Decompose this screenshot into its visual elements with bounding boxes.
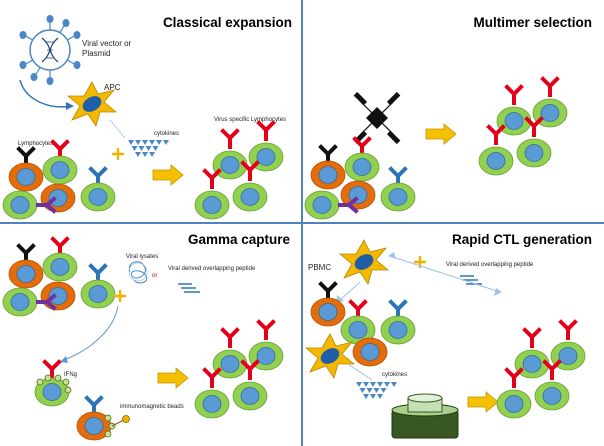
vector-label-line1: Viral vector or [82, 39, 132, 48]
panel-title: Rapid CTL generation [452, 232, 592, 247]
cytokine-triangles [128, 140, 169, 157]
virus-specific-lymphocytes [195, 123, 283, 219]
result-label: Virus specific Lymphocytes [214, 117, 286, 123]
mixed-lymphocytes [304, 137, 416, 220]
lymphocytes-label: Lymphocytes [18, 141, 53, 147]
plus-icon [110, 146, 126, 162]
panel-classical-expansion: Classical expansion Viral vector or Plas… [2, 15, 292, 220]
right-arrow-icon [152, 164, 184, 186]
peptide-label: Viral derived overlapping peptide [446, 262, 534, 268]
right-arrow-icon [157, 367, 189, 389]
expanded-ctls [497, 322, 585, 418]
multimer-icon [353, 91, 401, 145]
panel-title: Classical expansion [163, 15, 292, 30]
panel-title: Multimer selection [473, 15, 592, 30]
pbmc-label: PBMC [308, 263, 331, 272]
captured-lymphocytes [195, 322, 283, 418]
panel-title: Gamma capture [188, 232, 291, 247]
double-arrow [389, 255, 501, 293]
or-label: or [152, 273, 157, 279]
panel-gamma-capture: Gamma capture Viral lysates or Viral der… [2, 232, 291, 441]
cytokine-triangles [356, 382, 397, 399]
beads-label: immunomagnetic beads [120, 404, 184, 410]
right-arrow-icon [425, 123, 457, 145]
vector-label-line2: Plasmid [82, 49, 110, 58]
curved-arrow [63, 305, 119, 361]
apc-cell [339, 239, 389, 285]
viral-vector-icon [19, 15, 81, 85]
g-rex-culture-device [391, 393, 459, 439]
right-arrow-icon [467, 391, 499, 413]
peptide-label: Viral derived overlapping peptide [168, 266, 256, 272]
ifng-label: IFNg [64, 372, 77, 378]
mixed-lymphocytes [2, 237, 116, 317]
plus-icon [112, 288, 128, 304]
ifng-captured-cell [34, 360, 72, 407]
peptide-icon [177, 283, 201, 293]
viral-lysate-icon [128, 261, 148, 284]
curved-arrow [19, 79, 71, 108]
lysates-label: Viral lysates [126, 254, 158, 260]
cytokines-label: cytokines [154, 131, 179, 137]
bead-bound-cell [76, 396, 130, 441]
selected-lymphocytes [479, 79, 567, 175]
panel-multimer-selection: Multimer selection [304, 15, 592, 220]
apc-label: APC [104, 83, 121, 92]
panel-rapid-ctl-generation: Rapid CTL generation PBMC Viral derived … [305, 232, 592, 439]
cytokines-label: cytokines [382, 372, 407, 378]
mixed-lymphocytes [2, 140, 116, 220]
